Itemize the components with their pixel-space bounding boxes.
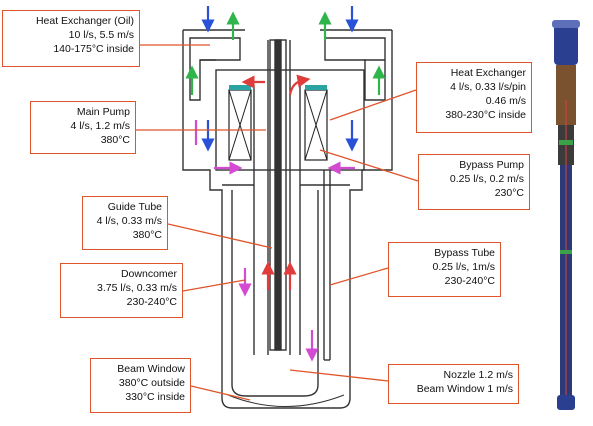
callout-nozzle: Nozzle 1.2 m/s Beam Window 1 m/s bbox=[388, 364, 519, 404]
callout-downcomer: Downcomer 3.75 l/s, 0.33 m/s 230-240°C bbox=[60, 263, 183, 318]
callout-title: Heat Exchanger (Oil) bbox=[35, 15, 134, 27]
callout-bypass-tube: Bypass Tube 0.25 l/s, 1m/s 230-240°C bbox=[388, 242, 501, 297]
callout-beam-window: Beam Window 380°C outside 330°C inside bbox=[90, 358, 191, 413]
callout-bypass-pump: Bypass Pump 0.25 l/s, 0.2 m/s 230°C bbox=[418, 154, 530, 210]
callout-guide-tube: Guide Tube 4 l/s, 0.33 m/s 380°C bbox=[82, 196, 168, 250]
callout-heat-exchanger-oil: Heat Exchanger (Oil) 10 l/s, 5.5 m/s 140… bbox=[2, 10, 140, 67]
callout-heat-exchanger: Heat Exchanger 4 l/s, 0.33 l/s/pin 0.46 … bbox=[416, 62, 532, 133]
callout-main-pump: Main Pump 4 l/s, 1.2 m/s 380°C bbox=[30, 101, 136, 154]
target-3d-render bbox=[552, 20, 580, 410]
vessel-outline bbox=[182, 29, 393, 409]
leader-lines bbox=[136, 44, 419, 401]
flow-arrows bbox=[185, 6, 386, 362]
heat-exchanger-coil-right bbox=[304, 85, 328, 161]
pump-coil-left bbox=[228, 85, 252, 161]
